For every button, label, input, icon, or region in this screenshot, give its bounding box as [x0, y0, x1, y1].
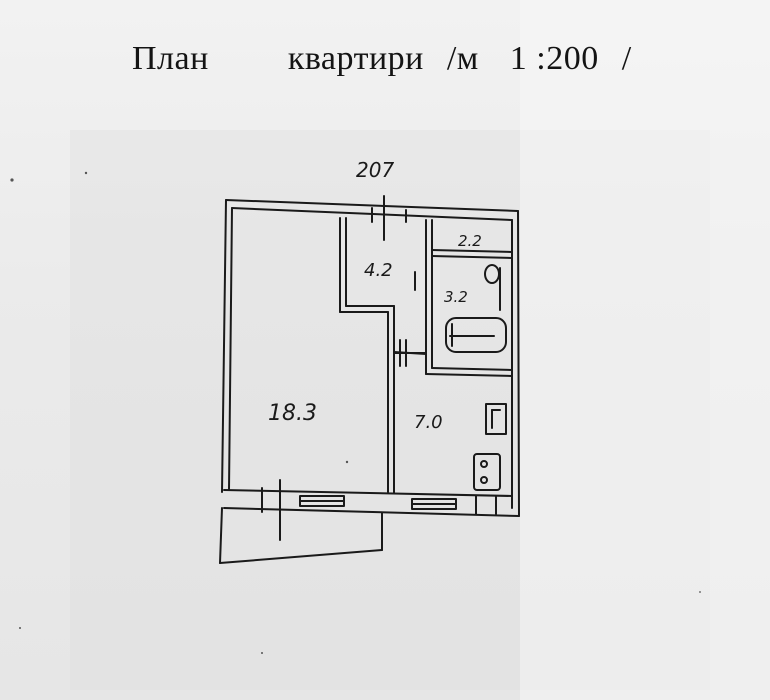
title-word-apartment: квартири [287, 40, 424, 77]
title-scale-value: 1 :200 [509, 40, 599, 77]
room-area-bathroom: 3.2 [444, 288, 468, 306]
paper-fold [520, 0, 770, 700]
title-scale-prefix: /м [446, 40, 479, 77]
room-area-living: 18.3 [268, 401, 317, 426]
door-marks [371, 195, 427, 367]
scan-specks [10, 171, 701, 654]
interior-walls [339, 217, 513, 494]
title-word-plan: План [132, 40, 209, 77]
outer-walls [219, 199, 520, 564]
overall-dimension-label: 207 [356, 158, 394, 182]
title-scale-suffix: / [621, 40, 632, 77]
room-area-hall: 4.2 [364, 260, 393, 281]
page-title: План квартири /м 1 :200 / [132, 40, 632, 78]
room-area-kitchen: 7.0 [414, 412, 443, 433]
room-area-wc: 2.2 [458, 232, 482, 250]
fixtures [445, 264, 507, 491]
windows [261, 479, 497, 541]
